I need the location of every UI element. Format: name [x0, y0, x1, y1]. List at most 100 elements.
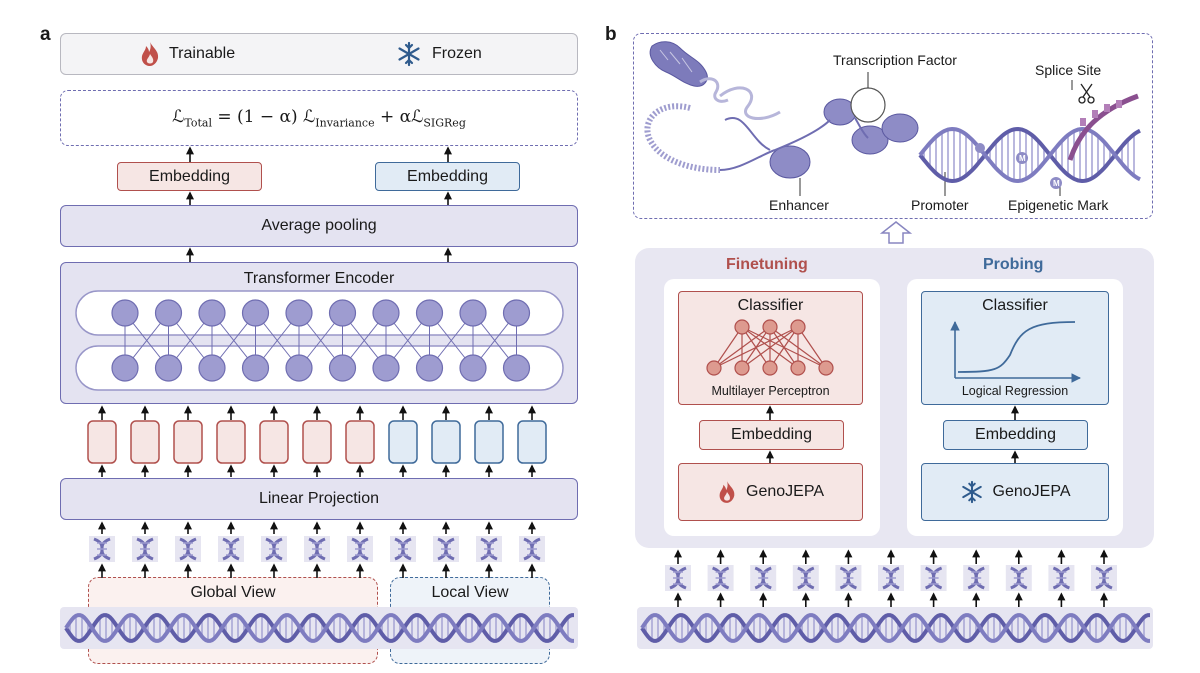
- label-epigenetic-mark: Epigenetic Mark: [1008, 197, 1109, 213]
- dna-tokens: [665, 565, 1117, 591]
- label-promoter: Promoter: [911, 197, 969, 213]
- svg-text:M: M: [1019, 154, 1026, 163]
- attention-node: [415, 354, 444, 382]
- attention-node: [154, 299, 183, 327]
- dna-token-icon: [175, 536, 201, 562]
- linear-projection-box: Linear Projection: [60, 478, 578, 520]
- attention-node: [111, 354, 139, 382]
- token-embedding: [259, 420, 289, 464]
- dna-token-icon: [347, 536, 373, 562]
- finetuning-classifier-label: Classifier: [737, 297, 804, 314]
- dna-token-icon: [963, 565, 990, 591]
- dna-helix: [640, 613, 1150, 643]
- attention-node: [502, 354, 531, 382]
- dna-token-icon: [1005, 565, 1032, 591]
- legend-box: Trainable Frozen: [60, 33, 578, 75]
- dna-token-icon: [750, 565, 777, 591]
- embedding-frozen: Embedding: [375, 162, 520, 191]
- probing-embedding: Embedding: [943, 420, 1088, 450]
- finetuning-genojepa: GenoJEPA: [678, 463, 863, 521]
- probing-classifier-box: Classifier: [921, 291, 1109, 405]
- transcription-factor-shape: [850, 87, 886, 123]
- panel-b-letter: b: [605, 24, 617, 45]
- loss-formula: ℒTotal = (1 − α) ℒInvariance + αℒSIGReg: [172, 107, 466, 129]
- token-arrows: [98, 405, 536, 477]
- attention-node: [502, 299, 531, 327]
- attention-node: [459, 354, 487, 382]
- dna-token-icon: [1091, 565, 1117, 591]
- probing-classifier-label: Classifier: [982, 297, 1048, 314]
- attention-node: [198, 354, 226, 382]
- probing-genojepa: GenoJEPA: [921, 463, 1109, 521]
- token-embedding: [216, 420, 246, 464]
- probing-heading: Probing: [983, 256, 1044, 273]
- dna-token-icon: [1048, 565, 1075, 591]
- loss-total-subscript: Total: [184, 116, 212, 130]
- mlp-node: [762, 360, 778, 376]
- probing-genojepa-label: GenoJEPA: [992, 483, 1071, 500]
- dna-helix-promoter: [918, 126, 1141, 184]
- logistic-plot: [950, 321, 1081, 383]
- loss-invariance-term: = (1 − α) ℒ: [211, 106, 316, 127]
- mlp-node: [790, 360, 806, 376]
- panel-a-letter: a: [40, 24, 51, 45]
- attention-node: [198, 299, 226, 327]
- dna-token-icon: [665, 565, 691, 591]
- dna-token-icon: [132, 536, 158, 562]
- mlp-node: [734, 360, 750, 376]
- finetuning-heading: Finetuning: [726, 256, 808, 273]
- flame-icon: [141, 42, 159, 66]
- token-embeddings: [87, 420, 547, 464]
- mlp-node: [734, 319, 750, 335]
- dna-token-icon: [89, 536, 115, 562]
- methylation-marks: MM: [975, 143, 1062, 189]
- snowflake-icon: [398, 41, 420, 67]
- attention-nodes: [111, 299, 531, 382]
- attention-node: [285, 354, 313, 382]
- chromosome-illustration: [644, 41, 781, 173]
- attention-node: [328, 299, 357, 327]
- mlp-caption: Multilayer Perceptron: [711, 384, 830, 398]
- dna-token-icon: [433, 536, 459, 562]
- loss-formula-box: ℒTotal = (1 − α) ℒInvariance + αℒSIGReg: [60, 90, 578, 146]
- local-view-label: Local View: [431, 584, 509, 601]
- token-embedding: [87, 420, 117, 464]
- dna-tokens: [89, 536, 545, 562]
- snowflake-icon: [961, 480, 982, 504]
- attention-node: [241, 354, 270, 382]
- dna-token-icon: [261, 536, 287, 562]
- chromatin-nucleosomes: [769, 98, 919, 179]
- attention-node: [372, 299, 400, 327]
- token-embedding: [517, 420, 547, 464]
- genome-biology-box: [633, 33, 1153, 219]
- embedding-trainable: Embedding: [117, 162, 262, 191]
- token-embedding: [474, 420, 504, 464]
- hollow-up-arrow: [879, 221, 913, 244]
- loss-sigreg-subscript: SIGReg: [423, 116, 466, 130]
- label-splice-site: Splice Site: [1035, 62, 1102, 78]
- scissors-icon: [1078, 83, 1095, 104]
- dna-token-icon: [878, 565, 904, 591]
- dna-token-icon: [920, 565, 947, 591]
- dna-token-icon: [476, 536, 502, 562]
- label-enhancer: Enhancer: [769, 197, 829, 213]
- mlp-node: [706, 360, 722, 376]
- average-pooling-box: Average pooling: [60, 205, 578, 247]
- dna-token-icon: [519, 536, 545, 562]
- attention-node: [154, 354, 183, 382]
- token-embedding: [431, 420, 461, 464]
- dna-helix: [64, 613, 574, 643]
- dna-token-icon: [835, 565, 862, 591]
- global-view-label: Global View: [190, 584, 276, 601]
- transformer-top-row: [75, 290, 564, 336]
- legend-trainable: Trainable: [169, 45, 236, 62]
- label-transcription-factor: Transcription Factor: [833, 52, 957, 68]
- transformer-encoder-label: Transformer Encoder: [243, 270, 395, 287]
- token-embedding: [345, 420, 375, 464]
- panel-a-flow-arrows: [186, 146, 452, 262]
- token-embedding: [173, 420, 203, 464]
- attention-node: [459, 299, 487, 327]
- dna-token-icon: [707, 565, 734, 591]
- dna-token-icon: [218, 536, 244, 562]
- attention-node: [111, 299, 139, 327]
